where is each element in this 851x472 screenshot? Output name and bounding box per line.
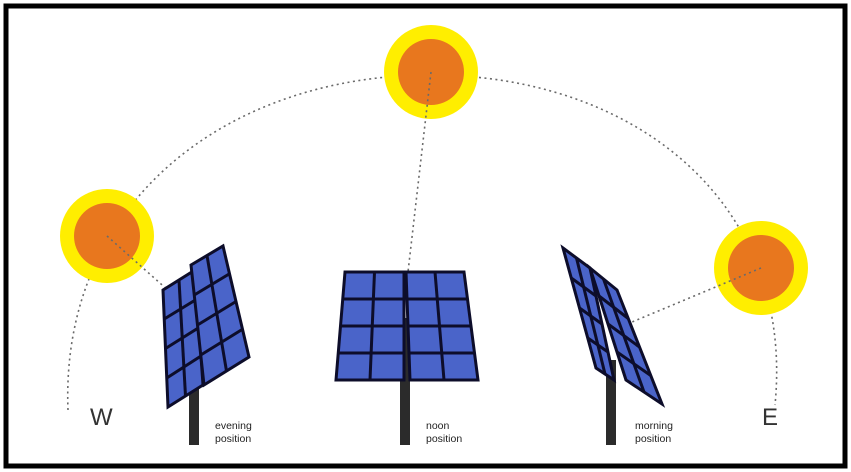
pole-evening — [189, 345, 199, 445]
west-label: W — [90, 404, 113, 431]
ray-morning — [631, 267, 762, 323]
noon-caption-line2: position — [426, 433, 462, 445]
solar-panel-morning — [560, 244, 666, 445]
evening-caption-line2: position — [215, 433, 251, 445]
morning-caption-line2: position — [635, 433, 671, 445]
noon-caption-line1: noon — [426, 420, 450, 432]
pole-morning — [606, 360, 616, 445]
east-label: E — [762, 404, 778, 431]
ray-noon — [407, 71, 432, 273]
solar-panel-evening — [161, 243, 251, 445]
morning-caption-line1: morning — [635, 420, 673, 432]
evening-caption-line1: evening — [215, 420, 252, 432]
solar-panel-noon — [334, 270, 480, 445]
